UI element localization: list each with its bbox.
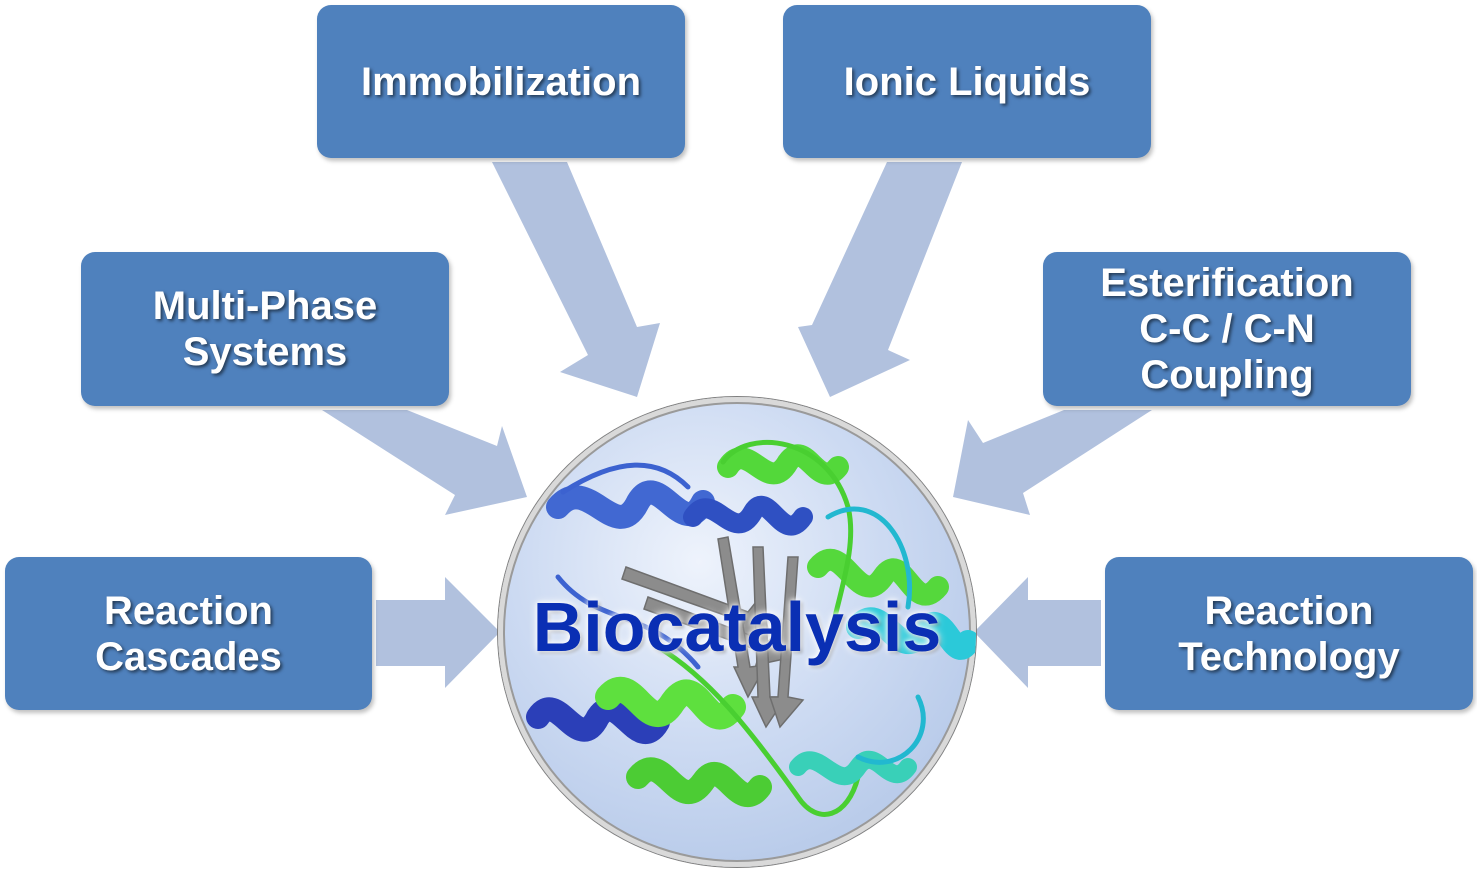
immobilization-label: Immobilization	[361, 59, 641, 104]
esterification-coupling-box: Esterification C-C / C-N Coupling	[1043, 252, 1411, 406]
helix-cyan	[846, 607, 976, 660]
cyan-helices	[789, 506, 976, 786]
helix-green	[807, 548, 949, 606]
reaction-technology-box: Reaction Technology	[1105, 557, 1473, 710]
coil-blue	[555, 462, 701, 670]
multi-phase-label-line-1: Multi-Phase	[152, 284, 378, 328]
biocatalysis-circle: Biocatalysis	[498, 397, 976, 867]
arrow-from-reaction-technology	[974, 577, 1101, 688]
esterification-label-line-1: Esterification	[1100, 261, 1354, 305]
helix-green	[595, 676, 746, 730]
multi-phase-label-line-2: Systems	[182, 330, 348, 374]
arrow-from-immobilization	[492, 162, 660, 397]
arrow-from-multi-phase	[322, 410, 527, 515]
coil-cyan	[825, 506, 926, 765]
center-title: Biocatalysis	[532, 588, 942, 666]
reaction-cascades-box: Reaction Cascades	[5, 557, 372, 710]
helix-cyan	[789, 750, 917, 786]
beta-strand	[768, 556, 805, 729]
immobilization-box: Immobilization	[317, 5, 685, 158]
helix-blue	[526, 697, 670, 744]
multi-phase-systems-box: Multi-Phase Systems	[81, 252, 449, 406]
helix-green	[626, 757, 772, 807]
reaction-cascades-label-line-1: Reaction	[104, 588, 273, 633]
reaction-technology-label-line-2: Technology	[1178, 634, 1400, 679]
helix-green	[717, 444, 849, 485]
ionic-liquids-label: Ionic Liquids	[843, 59, 1091, 104]
coil-green	[655, 440, 861, 817]
beta-sheets	[621, 536, 805, 729]
reaction-technology-label-line-1: Reaction	[1204, 588, 1374, 633]
esterification-label-line-3: Coupling	[1140, 353, 1314, 397]
helix-blue	[546, 480, 715, 529]
protein-structure-image	[526, 440, 976, 817]
beta-strand	[643, 596, 785, 666]
ionic-liquids-box: Ionic Liquids	[783, 5, 1151, 158]
arrow-from-esterification	[953, 410, 1152, 515]
beta-strand	[621, 566, 769, 639]
arrow-from-reaction-cascades	[376, 577, 500, 688]
blue-helices	[526, 462, 813, 744]
reaction-cascades-label-line-2: Cascades	[95, 634, 282, 679]
beta-strand	[717, 536, 768, 699]
helix-blue	[683, 495, 813, 536]
green-helices	[595, 440, 949, 817]
esterification-label-line-2: C-C / C-N	[1139, 307, 1315, 351]
arrow-from-ionic-liquids	[798, 162, 962, 397]
